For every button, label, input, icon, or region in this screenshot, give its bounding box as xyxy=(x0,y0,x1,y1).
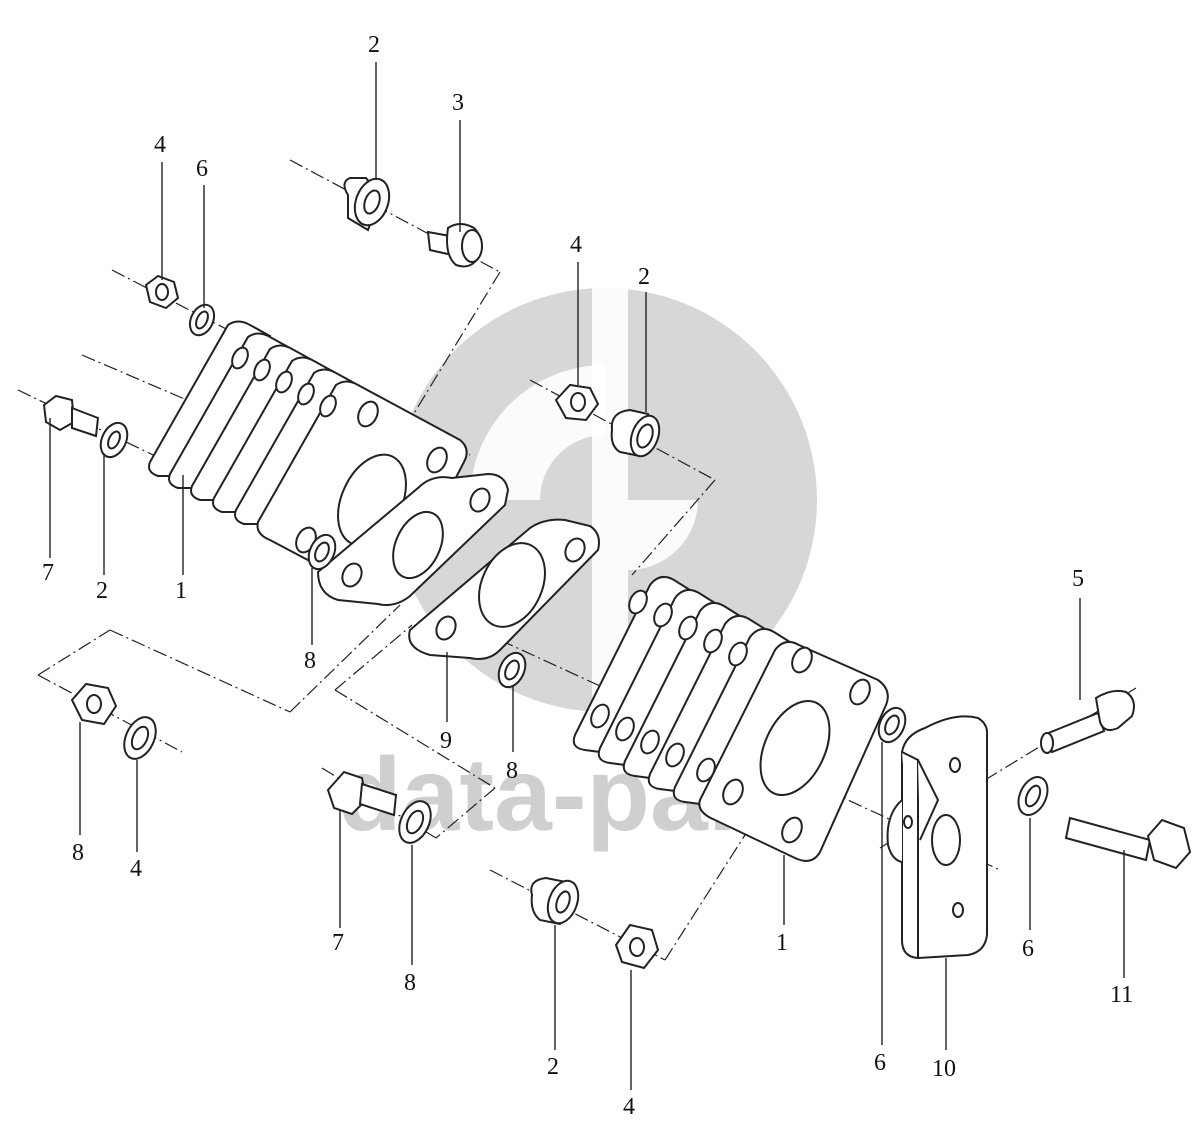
flange-stack-left xyxy=(148,320,468,600)
callout-6-upper: 6 xyxy=(196,156,208,182)
bolt-7-left xyxy=(42,394,100,438)
nut-4-middle xyxy=(554,383,600,422)
callout-1-left: 1 xyxy=(175,578,187,604)
bushing-2-middle xyxy=(610,408,661,458)
callout-6-right: 6 xyxy=(874,1050,886,1076)
washer-4-lower-left xyxy=(123,716,157,760)
callout-6-far-right: 6 xyxy=(1022,936,1034,962)
nut-8-lower-left xyxy=(70,682,118,726)
callout-7-left: 7 xyxy=(42,560,54,586)
callout-5: 5 xyxy=(1072,566,1084,592)
flange-stack-right xyxy=(572,575,889,862)
washer-8-lower xyxy=(398,800,432,844)
gasket-left xyxy=(316,472,510,606)
callout-2-top: 2 xyxy=(368,32,380,58)
hardware xyxy=(42,177,1192,970)
washer-8-middle xyxy=(497,651,527,689)
callout-8-mid-left: 8 xyxy=(304,648,316,674)
callout-1-right: 1 xyxy=(776,930,788,956)
callout-2-middle: 2 xyxy=(638,264,650,290)
callout-8-lower-left: 8 xyxy=(72,840,84,866)
bolt-5 xyxy=(1040,689,1135,754)
washer-2-left xyxy=(99,421,129,459)
callout-4-middle: 4 xyxy=(570,232,582,258)
callouts: 2 3 4 6 4 2 7 2 1 8 9 8 5 8 4 7 8 2 4 1 … xyxy=(42,32,1133,1120)
callout-9: 9 xyxy=(440,728,452,754)
nut-4-bottom xyxy=(614,923,660,970)
callout-10: 10 xyxy=(932,1056,956,1082)
gasket-plate-9 xyxy=(408,518,600,660)
callout-3: 3 xyxy=(452,90,464,116)
bolt-7-lower xyxy=(326,770,398,817)
washer-6-right xyxy=(877,706,907,744)
callout-11: 11 xyxy=(1110,982,1133,1008)
callout-4-lower-left: 4 xyxy=(130,856,142,882)
callout-8-lower: 8 xyxy=(404,970,416,996)
washer-6-far-right xyxy=(1017,776,1049,816)
nut-4-upper-left xyxy=(144,274,180,310)
callout-4-upper-left: 4 xyxy=(154,132,166,158)
washer-8-mid-left xyxy=(307,533,337,571)
bolt-11 xyxy=(1064,816,1192,870)
callout-2-left: 2 xyxy=(96,578,108,604)
bracket-10 xyxy=(886,715,989,960)
callout-8-middle: 8 xyxy=(506,758,518,784)
bolt-3 xyxy=(426,223,483,268)
bushing-2-top xyxy=(343,177,391,232)
bushing-2-bottom xyxy=(530,876,580,926)
callout-7-lower: 7 xyxy=(332,930,344,956)
leader-lines xyxy=(49,62,1125,1090)
callout-2-bottom: 2 xyxy=(547,1054,559,1080)
washer-6-upper xyxy=(188,303,216,337)
callout-4-bottom: 4 xyxy=(623,1094,635,1120)
